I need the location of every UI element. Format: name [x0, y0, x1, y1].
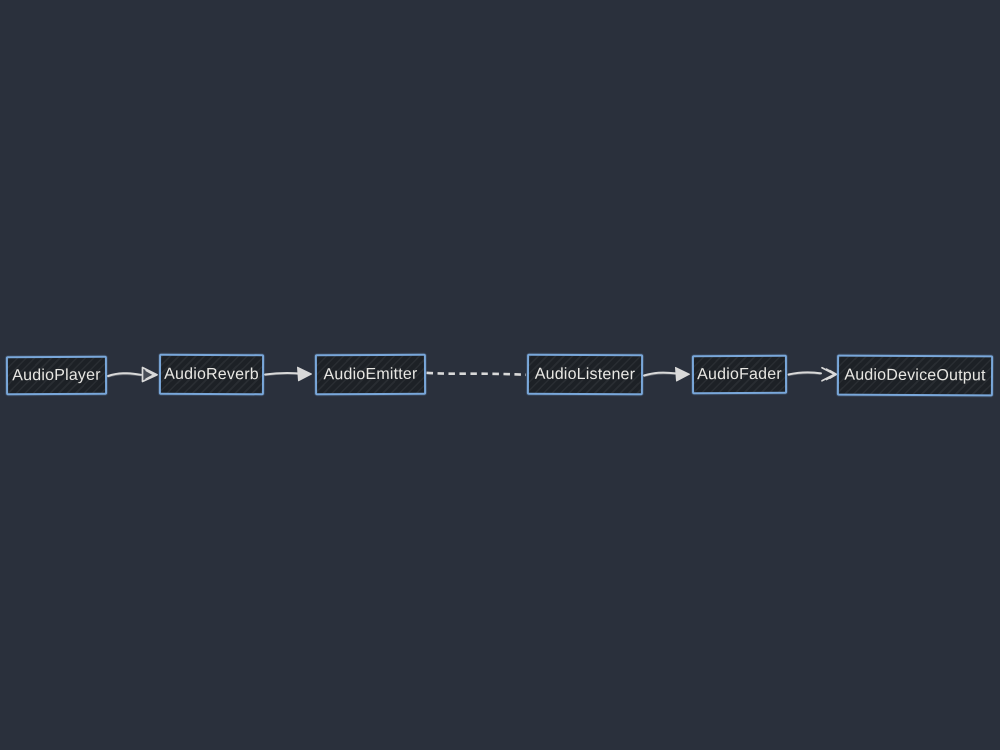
node-audio-emitter-label: AudioEmitter [323, 365, 418, 383]
node-audio-listener[interactable]: AudioListener [526, 353, 644, 396]
node-audio-device-output[interactable]: AudioDeviceOutput [836, 354, 994, 397]
node-audio-reverb-label: AudioReverb [164, 365, 259, 383]
edge-audioplayer-audioreverb[interactable] [107, 366, 158, 383]
node-audio-player-label: AudioPlayer [12, 366, 101, 384]
node-audio-fader[interactable]: AudioFader [691, 354, 788, 395]
edge-audiofader-audiodeviceoutput[interactable] [787, 366, 838, 382]
edge-audiolistener-audiofader[interactable] [643, 366, 690, 382]
node-audio-emitter[interactable]: AudioEmitter [314, 353, 427, 396]
node-audio-fader-label: AudioFader [697, 365, 782, 383]
edge-audioreverb-audioemitter[interactable] [264, 366, 312, 382]
edge-audioemitter-audiolistener[interactable] [426, 371, 527, 377]
node-audio-listener-label: AudioListener [534, 365, 636, 383]
node-audio-device-output-label: AudioDeviceOutput [844, 366, 986, 384]
node-audio-reverb[interactable]: AudioReverb [158, 353, 265, 396]
node-audio-player[interactable]: AudioPlayer [5, 355, 108, 396]
